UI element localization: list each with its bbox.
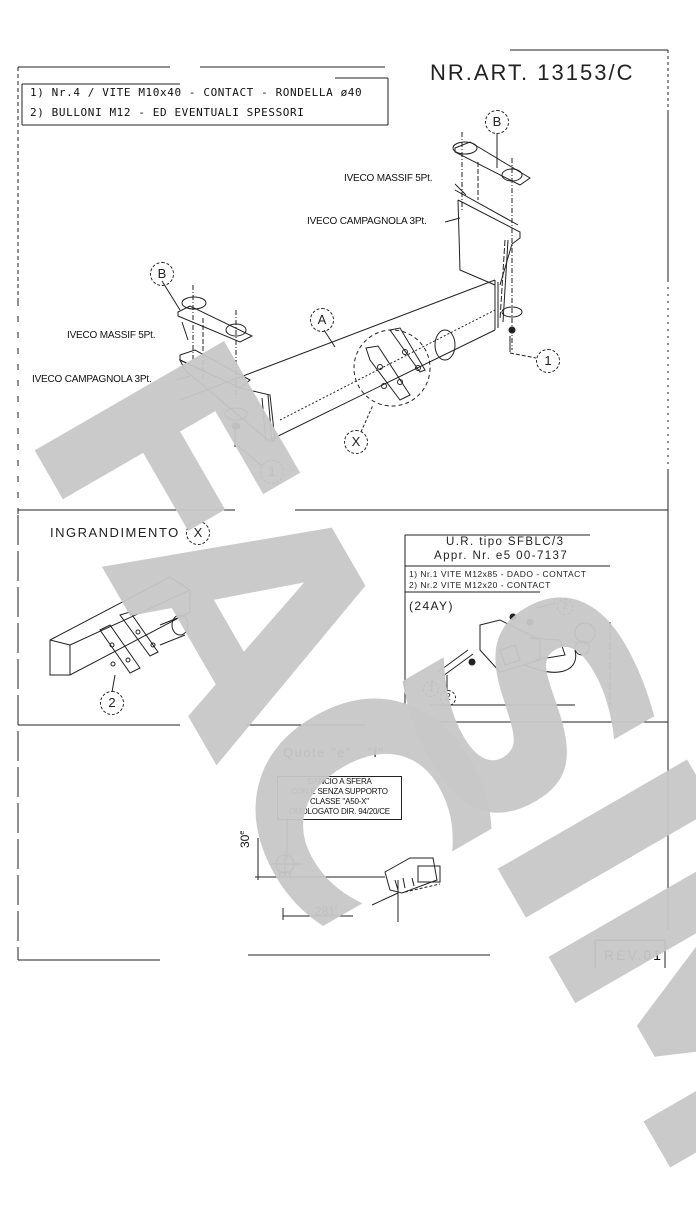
coupling-unit-type: U.R. tipo SFBLC/3 <box>446 536 565 548</box>
callout-1-left: 1 <box>260 460 284 484</box>
dimension-height: 30e <box>238 831 252 848</box>
coupling-unit-part-2: 2) Nr.2 VITE M12x20 - CONTACT <box>409 580 551 590</box>
callout-b-left: B <box>150 262 174 286</box>
dimension-length-sup: f <box>335 905 337 912</box>
label-iveco-campagnola-top: IVECO CAMPAGNOLA 3Pt. <box>307 216 427 227</box>
dimension-length: 281f <box>315 904 337 918</box>
callout-b-top: B <box>485 110 509 134</box>
coupling-callout-1: 1 <box>423 681 439 697</box>
coupling-callout-2-bottom: 2 <box>440 690 456 706</box>
cert-line-2: CON E SENZA SUPPORTO <box>291 787 388 796</box>
coupling-callout-2-top: 2 <box>557 599 573 615</box>
detail-title: INGRANDIMENTO <box>50 525 180 540</box>
revision-box: REV.01 <box>595 940 665 968</box>
cert-line-3: CLASSE "A50-X" <box>310 797 369 806</box>
cert-line-4: OMOLOGATO DIR. 94/20/CE <box>289 807 390 816</box>
note-line-1: 1) Nr.4 / VITE M10x40 - CONTACT - RONDEL… <box>30 86 363 99</box>
dimension-height-sup: e <box>239 830 246 835</box>
callout-a: A <box>310 308 334 332</box>
drawing-sheet: NR.ART. 13153/C 1) Nr.4 / VITE M10x40 - … <box>0 49 696 1218</box>
detail-callout-x: X <box>186 521 210 545</box>
coupling-unit-code: (24AY) <box>409 599 454 613</box>
dimension-length-value: 281 <box>315 904 336 918</box>
dimensions-title: Quote "e" , "f" <box>283 745 385 760</box>
cert-line-1: GANCIO A SFERA <box>307 777 372 786</box>
dimension-height-value: 30 <box>238 834 252 848</box>
coupling-unit-part-1: 1) Nr.1 VITE M12x85 - DADO - CONTACT <box>409 569 587 579</box>
drawing-linework <box>17 49 669 968</box>
callout-x: X <box>344 430 368 454</box>
note-line-2: 2) BULLONI M12 - ED EVENTUALI SPESSORI <box>30 106 305 119</box>
detail-callout-2: 2 <box>100 691 124 715</box>
coupling-unit-approval: Appr. Nr. e5 00-7137 <box>434 550 569 562</box>
article-number: NR.ART. 13153/C <box>430 60 635 85</box>
label-iveco-massif-left: IVECO MASSIF 5Pt. <box>67 330 156 341</box>
label-iveco-campagnola-left: IVECO CAMPAGNOLA 3Pt. <box>32 374 152 385</box>
label-iveco-massif-top: IVECO MASSIF 5Pt. <box>344 173 433 184</box>
callout-1-right: 1 <box>536 349 560 373</box>
certification-box: GANCIO A SFERA CON E SENZA SUPPORTO CLAS… <box>277 776 402 820</box>
